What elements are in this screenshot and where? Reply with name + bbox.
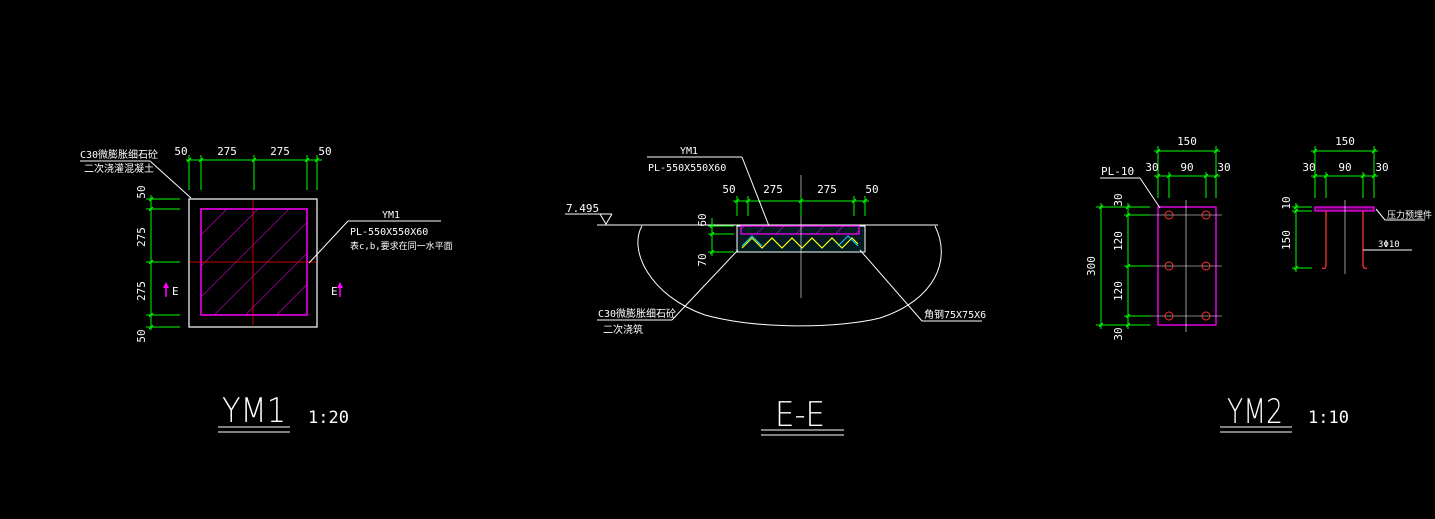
ym1-section-mark-right-label: E [331, 285, 338, 298]
ym2-plate-label: PL-10 [1101, 165, 1134, 178]
ee-plate-note-2: PL-550X550X60 [648, 163, 726, 174]
ym1-scale: 1:20 [308, 408, 349, 428]
ym1-dim-top-4: 50 [318, 145, 331, 158]
ym2-anchor-hole [1201, 210, 1211, 220]
ym2-side-plate [1314, 206, 1375, 212]
ee-elevation-text: 7.495 [566, 202, 599, 215]
ee-grout-note-1: C30微膨胀细石砼 [598, 307, 676, 320]
ee-dimension-left [708, 218, 734, 256]
ym1-section-mark-left-label: E [172, 285, 179, 298]
ym2-dim-top-total: 150 [1177, 135, 1197, 148]
ee-dim-left-1: 60 [696, 213, 709, 226]
ee-rebar-mesh [741, 237, 859, 249]
ym1-dim-left-2: 275 [135, 227, 148, 247]
ym1-dim-top-3: 275 [270, 145, 290, 158]
ym1-section-mark-right: E [331, 282, 343, 298]
ym2-dim-left-3: 120 [1112, 281, 1125, 301]
ym2-anchor-hole [1201, 311, 1211, 321]
ee-grout-note-2: 二次浇筑 [603, 323, 643, 336]
ym1-plan-view: 50 275 275 50 50 275 275 50 C30微膨胀细石砼 二次… [80, 145, 453, 433]
ym2-dimension-left [1096, 203, 1150, 329]
ym1-dimension-top [186, 155, 322, 190]
ee-angle-note: 角钢75X75X6 [924, 308, 986, 321]
ee-angle-leader [859, 249, 923, 322]
ym1-section-mark-left: E [163, 282, 179, 298]
ym2-anchor-hole [1164, 210, 1174, 220]
ee-dim-top-1: 50 [722, 183, 735, 196]
ym2-title: YM2 [1227, 392, 1283, 432]
ym2-side-plate-note: 压力预埋件 [1387, 209, 1432, 221]
ym2-dim-left-1: 30 [1112, 193, 1125, 206]
ym2-anchor-hole [1201, 261, 1211, 271]
ym1-grout-note-2: 二次浇灌混凝土 [84, 162, 154, 175]
ym2-dim-left-4: 30 [1112, 327, 1125, 340]
ym2-side-dimension-left [1292, 203, 1312, 272]
ym2-side-plate-leader [1375, 208, 1386, 221]
ym1-dim-top-1: 50 [174, 145, 187, 158]
ym2-side-anchor-bars [1321, 211, 1368, 270]
ym2-scale: 1:10 [1308, 408, 1349, 428]
ym1-dim-left-1: 50 [135, 185, 148, 198]
ym2-plate-leader [1139, 177, 1161, 209]
ym1-plate-note-1: YM1 [382, 210, 400, 221]
ym2-anchor-holes [1164, 210, 1211, 321]
ym2-dim-left-total: 300 [1085, 256, 1098, 276]
ym2-side-dim-left-1: 10 [1280, 196, 1293, 209]
ee-foundation-outline [637, 225, 942, 327]
section-ee-view: 7.495 50 275 275 50 [565, 146, 986, 436]
ym2-side-dim-top-2: 90 [1338, 161, 1351, 174]
ym1-dimension-left [146, 195, 180, 330]
ym2-anchor-hole [1164, 261, 1174, 271]
ee-elevation-mark [565, 213, 613, 225]
ym1-dim-top-2: 275 [217, 145, 237, 158]
ym1-dim-left-4: 50 [135, 329, 148, 342]
ee-title: E-E [775, 395, 825, 435]
ym2-side-dim-top-total: 150 [1335, 135, 1355, 148]
ym1-plate-note-3: 表c,b,要求在同一水平面 [350, 240, 453, 252]
ee-steel-plate [740, 225, 860, 235]
ee-angle-steel-left [741, 235, 763, 247]
ee-dim-top-3: 275 [817, 183, 837, 196]
ee-plate-note-1: YM1 [680, 146, 698, 157]
ym2-dimension-top [1154, 146, 1220, 198]
ym2-plan-view: 150 30 90 30 300 30 120 120 30 PL- [1085, 135, 1349, 433]
ym1-grout-note-1: C30微膨胀细石砼 [80, 148, 158, 161]
ym2-side-dimension-top [1311, 146, 1378, 198]
ym2-dim-top-2: 90 [1180, 161, 1193, 174]
ym2-side-bar-note: 3Φ10 [1378, 240, 1400, 250]
ee-grout-leader [671, 249, 739, 321]
ee-dim-left-2: 70 [696, 253, 709, 266]
ym1-plate-leader [308, 220, 349, 264]
ym2-side-dim-top-3: 30 [1375, 161, 1388, 174]
ee-dim-top-2: 275 [763, 183, 783, 196]
ym2-side-dim-left-2: 150 [1280, 230, 1293, 250]
ym1-grout-leader [149, 160, 192, 199]
ym2-side-view: 150 30 90 30 10 150 压力预埋件 3Φ10 [1280, 135, 1432, 274]
ym1-title: YM1 [222, 391, 286, 431]
ee-plate-leader [741, 156, 770, 227]
ym2-anchor-hole [1164, 311, 1174, 321]
ym2-side-dim-top-1: 30 [1302, 161, 1315, 174]
ym2-dim-top-3: 30 [1217, 161, 1230, 174]
ym2-dim-left-2: 120 [1112, 231, 1125, 251]
ee-angle-steel-right [837, 235, 859, 247]
ym1-dim-left-3: 275 [135, 281, 148, 301]
ee-dim-top-4: 50 [865, 183, 878, 196]
ym1-grout-outline [188, 198, 318, 328]
ym1-plate-note-2: PL-550X550X60 [350, 227, 428, 238]
ee-dimension-top [733, 196, 869, 216]
ym2-dim-top-1: 30 [1145, 161, 1158, 174]
